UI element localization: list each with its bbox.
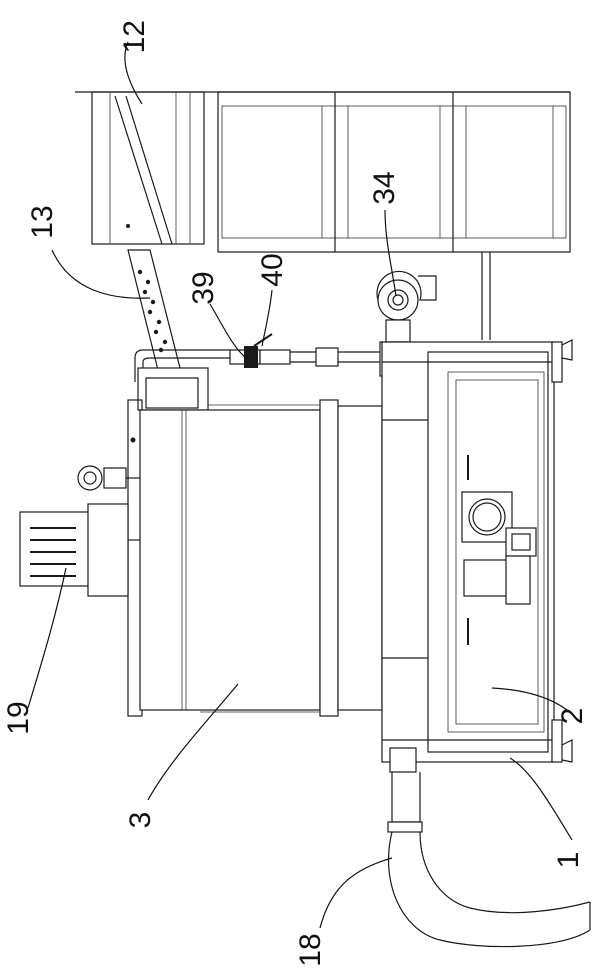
leader-lines (27, 41, 579, 929)
label-12: 12 (118, 20, 151, 53)
label-3: 3 (124, 812, 157, 829)
main-drum (77, 367, 383, 717)
machine-base (381, 339, 573, 763)
perforated-chute (127, 249, 181, 371)
label-40: 40 (256, 253, 289, 286)
label-34: 34 (368, 171, 401, 204)
label-39: 39 (187, 271, 220, 304)
label-18: 18 (294, 933, 327, 966)
label-19: 19 (2, 701, 35, 734)
conveyor-frame (75, 91, 571, 340)
discharge-hose (387, 747, 591, 948)
label-2: 2 (556, 708, 589, 725)
label-13: 13 (26, 205, 59, 238)
burner-unit (19, 503, 140, 597)
reference-labels: 12 13 39 40 34 19 3 2 1 18 (2, 20, 589, 967)
label-1: 1 (552, 852, 585, 869)
